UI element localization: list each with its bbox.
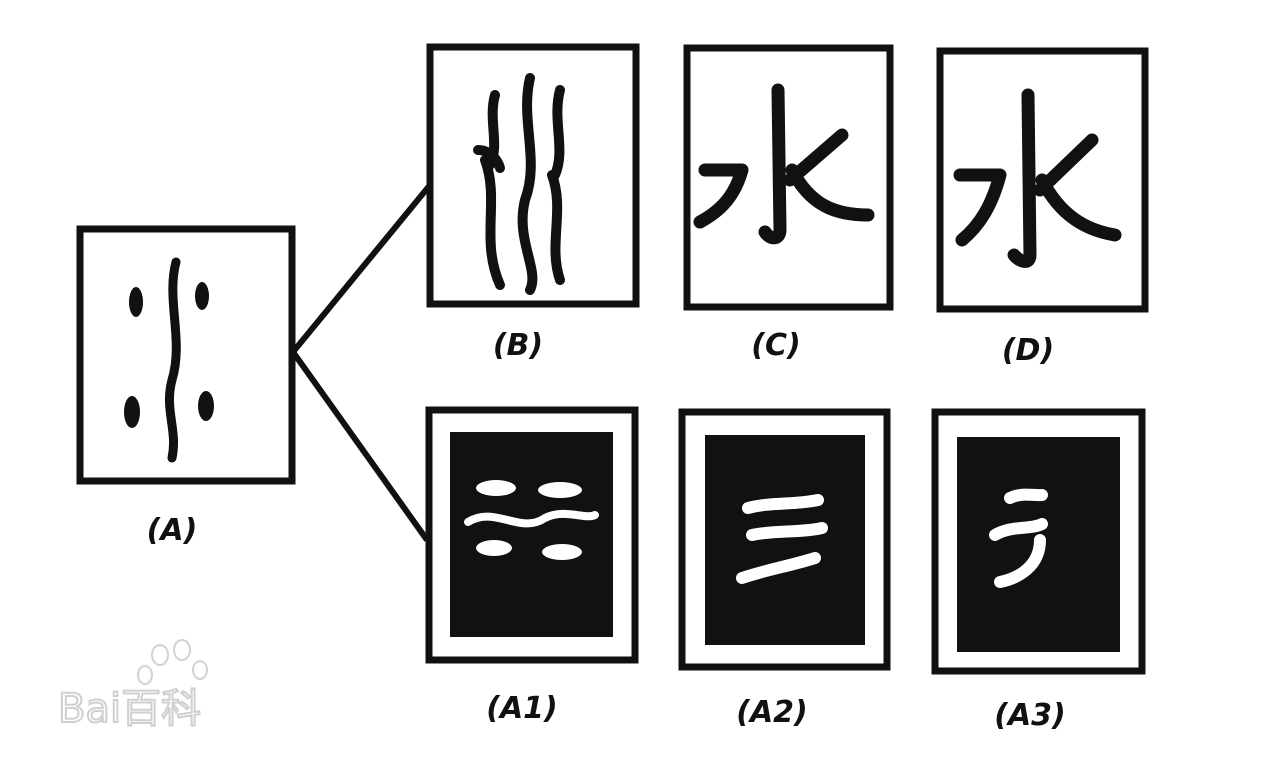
panel-c: (C) (683, 44, 894, 363)
label-c: (C) (751, 328, 800, 363)
label-a3: (A3) (994, 698, 1066, 733)
panel-d: (D) (936, 47, 1149, 368)
label-a: (A) (147, 513, 198, 548)
panel-a2: (A2) (678, 408, 891, 730)
panel-b: (B) (426, 43, 640, 363)
label-a1: (A1) (486, 691, 558, 726)
watermark-text: Bai百科 (58, 686, 201, 732)
panel-a3: (A3) (931, 408, 1146, 733)
glyph-a-stroke (165, 257, 181, 463)
baidu-watermark: Bai百科 (57, 639, 208, 733)
label-b: (B) (493, 328, 543, 363)
panel-a: (A) (76, 225, 296, 548)
label-a2: (A2) (736, 695, 808, 730)
connector-a-to-b (290, 183, 433, 354)
panel-a1: (A1) (425, 406, 639, 726)
paw-logo-icon (137, 639, 208, 685)
label-d: (D) (1002, 333, 1054, 368)
connector-a-to-a1 (290, 350, 430, 542)
